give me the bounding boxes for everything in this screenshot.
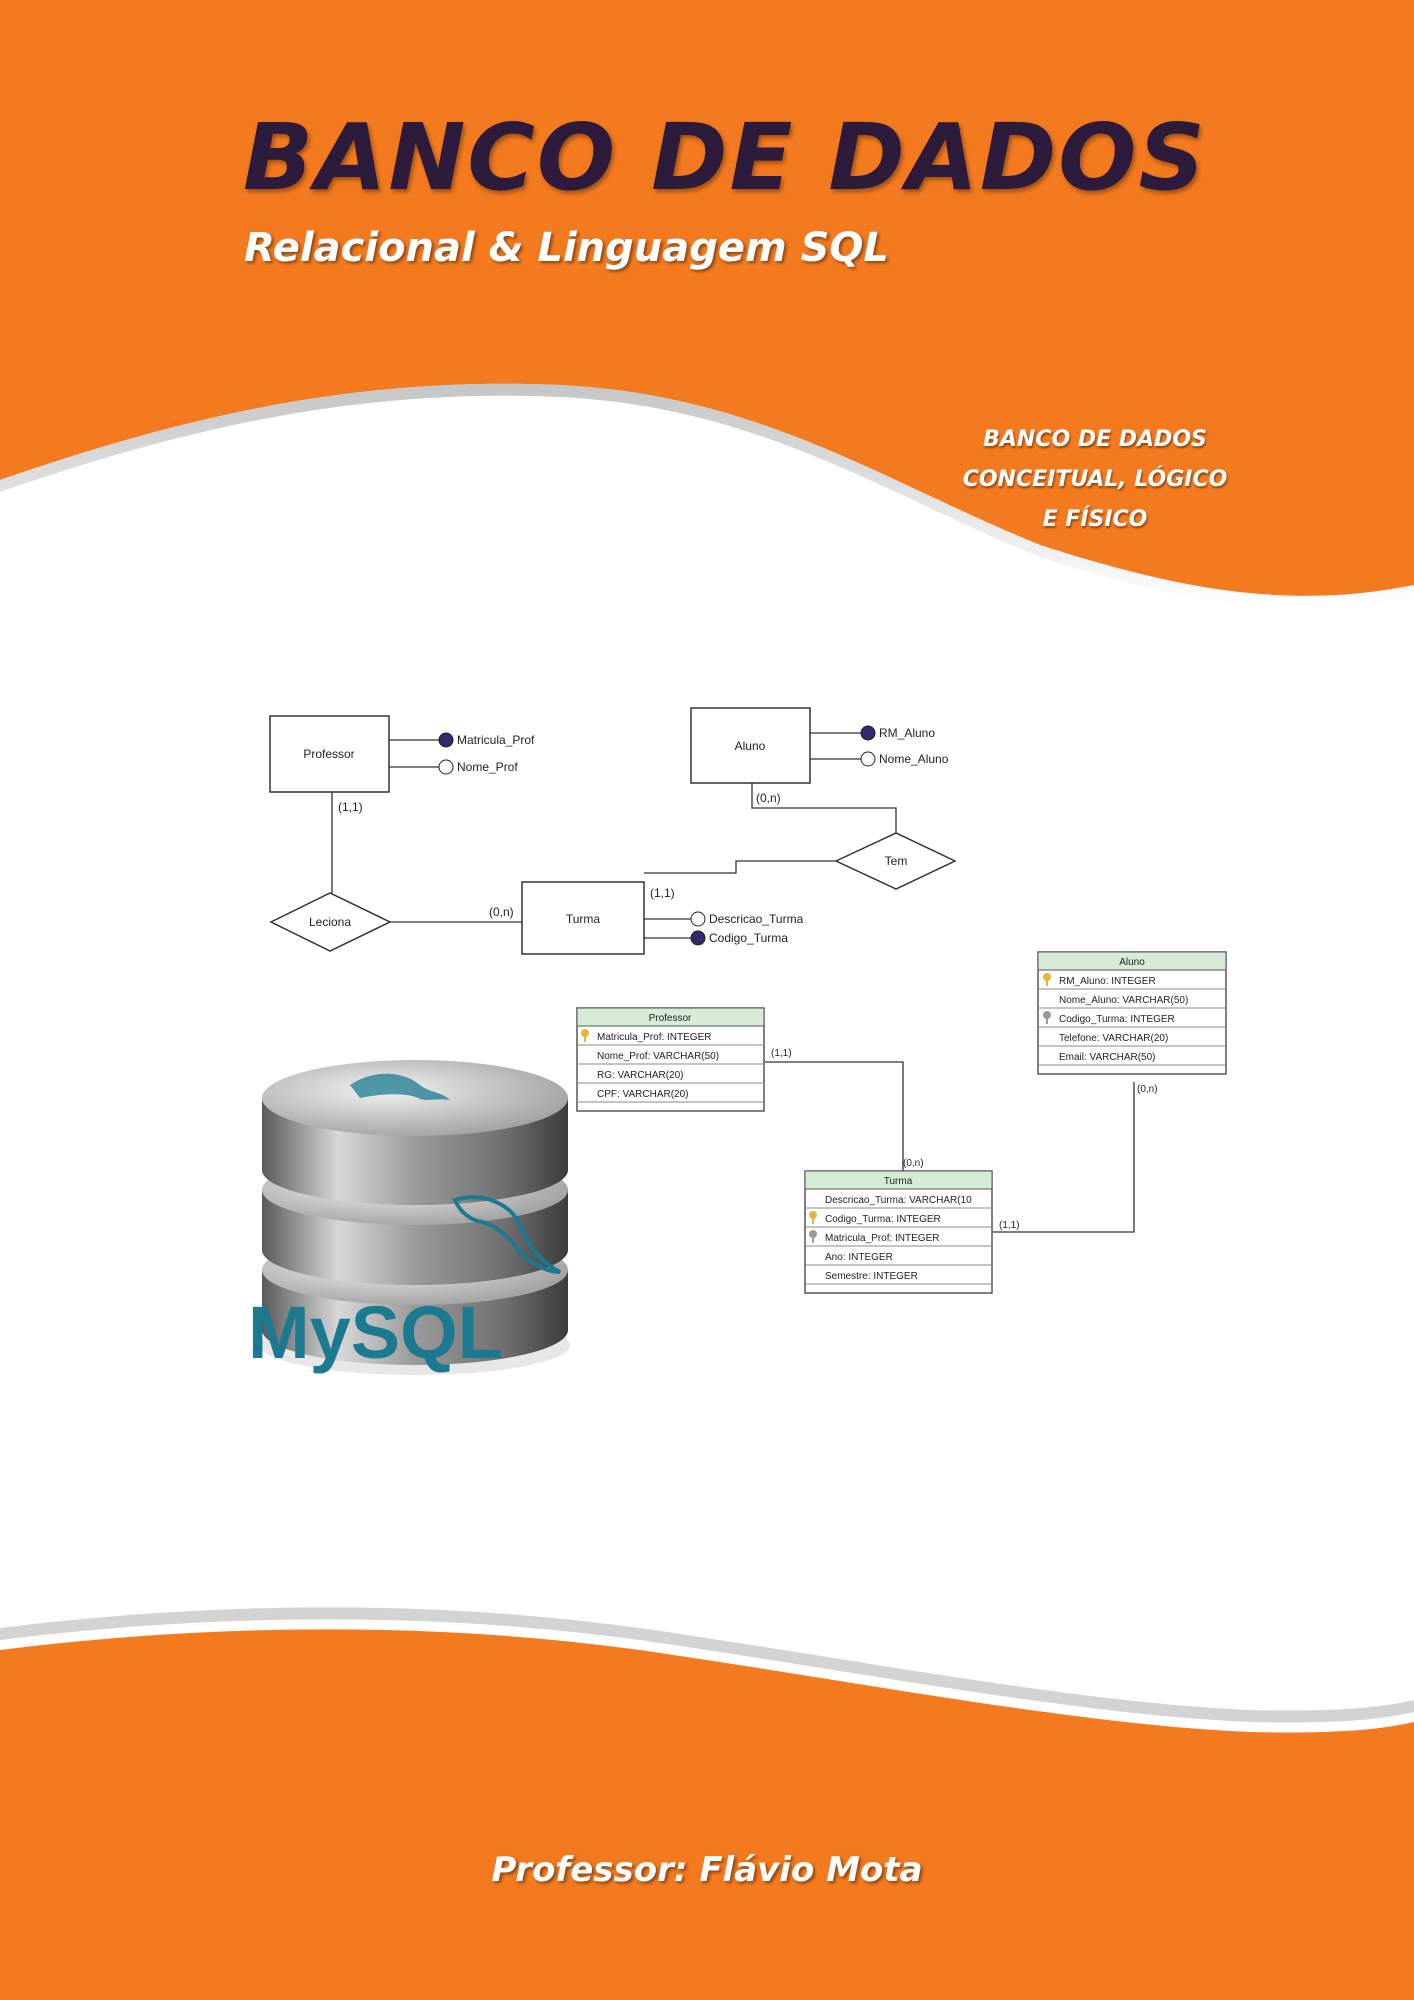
primary-key-icon (1043, 973, 1051, 981)
card-turma-tem: (1,1) (650, 886, 675, 900)
relationship-leciona-label: Leciona (309, 915, 351, 929)
primary-key-icon (581, 1029, 589, 1037)
card-turma-to-aluno: (1,1) (999, 1220, 1020, 1231)
table-turma-field: Semestre: INTEGER (825, 1271, 918, 1282)
attribute-dot (860, 751, 876, 767)
table-aluno-field: Email: VARCHAR(50) (1059, 1052, 1156, 1063)
entity-aluno (690, 707, 811, 784)
entity-professor-label: Professor (303, 747, 354, 761)
table-professor-field: CPF: VARCHAR(20) (597, 1089, 689, 1100)
pk-attribute-dot (860, 725, 876, 741)
table-professor-name: Professor (649, 1013, 692, 1024)
card-leciona-turma: (0,n) (489, 905, 514, 919)
attr-codigo-turma: Codigo_Turma (709, 931, 788, 945)
table-turma-field: Matricula_Prof: INTEGER (825, 1233, 939, 1244)
attr-descricao-turma: Descricao_Turma (709, 912, 804, 926)
table-aluno-field: Codigo_Turma: INTEGER (1059, 1014, 1175, 1025)
tagline-line-3: E FÍSICO (1042, 507, 1148, 532)
card-professor-leciona: (1,1) (338, 800, 363, 814)
entity-aluno-label: Aluno (735, 739, 766, 753)
table-professor-field: Matricula_Prof: INTEGER (597, 1032, 711, 1043)
attr-nome-aluno: Nome_Aluno (879, 752, 949, 766)
table-turma-field: Ano: INTEGER (825, 1252, 893, 1263)
dolphin-outline-icon (452, 1195, 561, 1274)
table-professor: Professor Matricula_Prof: INTEGER Nome_P… (576, 1007, 765, 1112)
table-professor-field: Nome_Prof: VARCHAR(50) (597, 1051, 719, 1062)
tagline-line-2: CONCEITUAL, LÓGICO (962, 467, 1228, 492)
card-professor-side: (1,1) (771, 1048, 792, 1059)
attr-nome-prof: Nome_Prof (457, 760, 518, 774)
table-aluno-field: RM_Aluno: INTEGER (1059, 976, 1156, 987)
table-professor-field: RG: VARCHAR(20) (597, 1070, 684, 1081)
card-aluno-tem: (0,n) (756, 791, 781, 805)
table-aluno-name: Aluno (1119, 957, 1145, 968)
conceptual-connectors (331, 732, 897, 939)
relationship-tem-label: Tem (885, 854, 908, 868)
dolphin-icon (350, 1073, 450, 1100)
mysql-logo-text: MySQL (248, 1291, 503, 1374)
attr-rm-aluno: RM_Aluno (879, 726, 935, 740)
table-turma-field: Codigo_Turma: INTEGER (825, 1214, 941, 1225)
tagline-line-1: BANCO DE DADOS (983, 427, 1207, 452)
relationship-leciona (269, 892, 392, 952)
attribute-dot (690, 911, 706, 927)
pk-attribute-dot (690, 930, 706, 946)
primary-key-icon (809, 1211, 817, 1219)
logical-connectors (765, 1061, 1135, 1233)
table-turma-name: Turma (884, 1176, 913, 1187)
table-turma-field: Descricao_Turma: VARCHAR(10 (825, 1195, 972, 1206)
card-aluno-side: (0,n) (1137, 1084, 1158, 1095)
table-aluno-field: Telefone: VARCHAR(20) (1059, 1033, 1168, 1044)
table-turma: Turma Descricao_Turma: VARCHAR(10 Codigo… (804, 1170, 993, 1294)
relationship-tem (834, 832, 957, 890)
entity-turma (521, 881, 645, 955)
book-author: Professor: Flávio Mota (491, 1850, 923, 1890)
foreign-key-icon (1043, 1011, 1051, 1019)
card-turma-from-professor: (0,n) (903, 1158, 924, 1169)
entity-turma-label: Turma (566, 912, 601, 926)
database-stack-icon (260, 1060, 570, 1375)
foreign-key-icon (809, 1230, 817, 1238)
book-tagline: BANCO DE DADOS CONCEITUAL, LÓGICO E FÍSI… (880, 420, 1310, 540)
table-aluno: Aluno RM_Aluno: INTEGER Nome_Aluno: VARC… (1037, 951, 1227, 1075)
attribute-dot (438, 759, 454, 775)
entity-professor (269, 715, 390, 793)
book-subtitle: Relacional & Linguagem SQL (244, 225, 889, 271)
pk-attribute-dot (438, 732, 454, 748)
attr-matricula-prof: Matricula_Prof (457, 733, 535, 747)
book-title: BANCO DE DADOS (243, 104, 1207, 211)
table-aluno-field: Nome_Aluno: VARCHAR(50) (1059, 995, 1188, 1006)
